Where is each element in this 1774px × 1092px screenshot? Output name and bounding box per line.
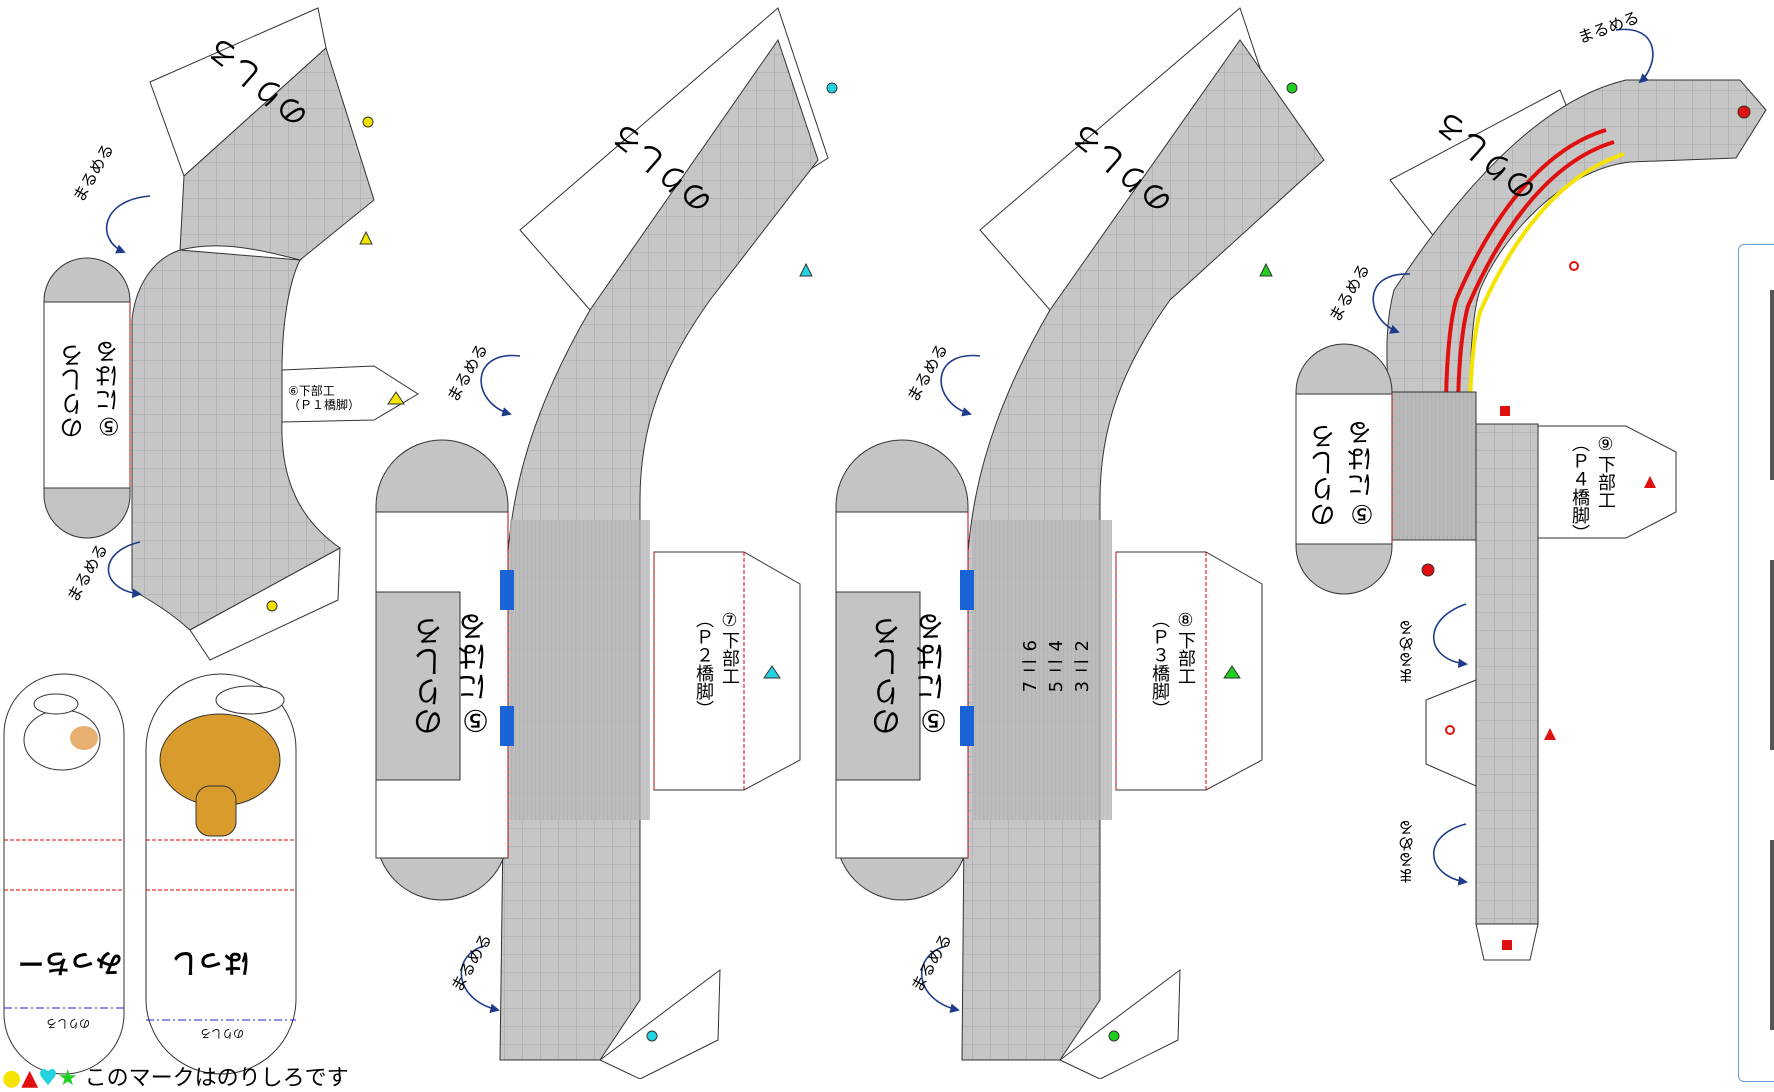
character-strip-1	[3, 673, 125, 1075]
roll-label: まるめる	[1398, 820, 1417, 884]
character-1-name: みっちー	[18, 947, 123, 977]
piece-8-label: ⑧下部工 （Ｐ３橋脚）	[1149, 610, 1196, 718]
piece-7-label: ⑦下部工 （Ｐ２橋脚）	[693, 610, 740, 718]
side-panel	[1738, 244, 1774, 1082]
character-2-name: はっし	[172, 947, 251, 977]
glue-mark-red	[1544, 728, 1556, 740]
piece-6-label: ⑥下部工 （Ｐ１橋脚）	[288, 384, 361, 412]
glue-mark-cyan	[826, 82, 838, 94]
glue-mark-red	[1421, 563, 1435, 577]
road-main-a	[131, 249, 341, 631]
glue-mark-green	[1223, 665, 1241, 679]
paste-to-5-b: のりしろ ⑤にはる	[414, 612, 493, 737]
glue-mark-yellow	[359, 230, 373, 245]
helmet-icon	[215, 685, 285, 715]
thumbnail[interactable]	[1770, 840, 1774, 1030]
glue-mark-cyan	[799, 262, 813, 277]
glue-mark-yellow	[266, 600, 278, 612]
glue-mark-green	[1108, 1030, 1120, 1042]
glue-mark-red	[1644, 476, 1656, 488]
glue-mark-green	[1286, 82, 1298, 94]
piece-p2	[375, 7, 838, 1079]
thumbnail[interactable]	[1770, 560, 1774, 750]
glue-mark-red	[1445, 725, 1455, 735]
glue-mark-green	[1259, 262, 1273, 277]
roll-label: まるめる	[1398, 620, 1417, 684]
pier-flap-p1	[281, 365, 419, 423]
glue-mark-yellow	[362, 116, 374, 128]
paste-to-5-c: のりしろ ⑤にはる	[872, 612, 951, 737]
tape-note: 7 ニ 6 5 ニ 4 3 ニ 2	[1020, 640, 1093, 693]
glue-mark-yellow	[387, 391, 405, 405]
piece-9-label: ⑨下部工 （Ｐ４橋脚）	[1569, 434, 1616, 542]
glue-mark-cyan	[763, 665, 781, 679]
piece-p3	[835, 7, 1325, 1079]
glue-mark-cyan	[646, 1030, 658, 1042]
character-2-flap: のりしろ	[200, 1027, 244, 1040]
glue-mark-red	[1500, 406, 1510, 416]
glue-mark-red	[1502, 940, 1512, 950]
character-1-flap: のりしろ	[46, 1017, 90, 1030]
pier-flap-p4	[1537, 425, 1677, 539]
paste-to-5-a: のりしろ ⑤にはる	[60, 340, 123, 440]
glue-mark-red	[1569, 261, 1579, 271]
piece-p4	[1295, 79, 1767, 961]
helmet-icon	[33, 693, 79, 715]
paste-to-5-d: のりしろ ⑤にはる	[1310, 420, 1377, 528]
roll-arrows	[106, 28, 1654, 1013]
character-strip-2	[145, 673, 297, 1075]
glue-mark-red	[1737, 105, 1751, 119]
road-straight-d	[1475, 423, 1539, 925]
thumbnail[interactable]	[1770, 290, 1774, 480]
piece-p1	[43, 7, 419, 661]
footer-legend: ●▲♥★ このマークはのりしろです	[2, 1066, 349, 1091]
